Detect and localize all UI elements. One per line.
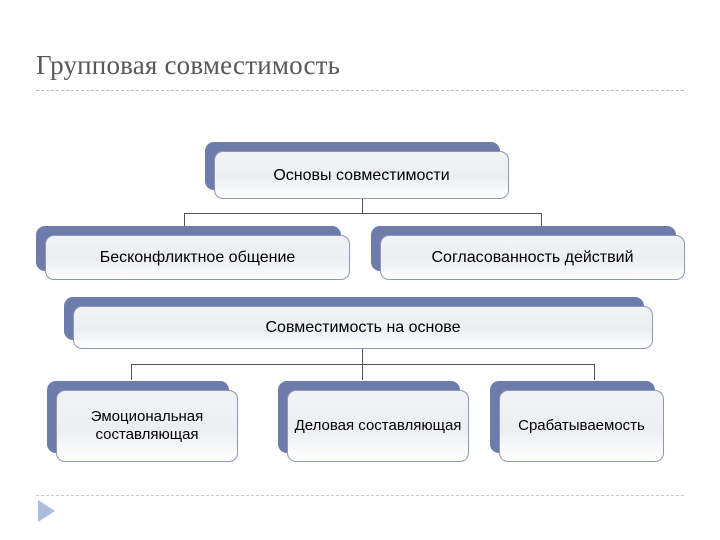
node-leaf-1-label: Эмоциональная составляющая xyxy=(56,390,238,462)
bottom-divider xyxy=(36,495,684,496)
node-level2-1[interactable]: Бесконфликтное общение xyxy=(36,226,350,280)
node-mid-label: Совместимость на основе xyxy=(73,306,653,349)
connector-mid-stem xyxy=(362,349,363,364)
connector-level2-drop-2 xyxy=(541,213,542,227)
play-triangle-icon[interactable] xyxy=(38,500,55,522)
node-leaf-2[interactable]: Деловая составляющая xyxy=(278,381,469,462)
node-leaf-3-label: Срабатываемость xyxy=(499,390,664,462)
node-level2-2-label: Согласованность действий xyxy=(380,235,685,280)
node-root-label: Основы совместимости xyxy=(214,151,509,199)
connector-level2-drop-1 xyxy=(184,213,185,227)
node-leaf-3[interactable]: Срабатываемость xyxy=(490,381,664,462)
node-leaf-1[interactable]: Эмоциональная составляющая xyxy=(47,381,238,462)
connector-level4-drop-2 xyxy=(362,364,363,380)
connector-level2-bar xyxy=(184,213,541,214)
connector-root-stem xyxy=(362,199,363,213)
node-level2-2[interactable]: Согласованность действий xyxy=(371,226,685,280)
node-leaf-2-label: Деловая составляющая xyxy=(287,390,469,462)
node-mid[interactable]: Совместимость на основе xyxy=(64,297,653,349)
title-divider xyxy=(36,90,684,91)
node-root[interactable]: Основы совместимости xyxy=(205,142,509,199)
connector-level4-drop-1 xyxy=(131,364,132,380)
page-title: Групповая совместимость xyxy=(36,50,341,80)
node-level2-1-label: Бесконфликтное общение xyxy=(45,235,350,280)
connector-level4-drop-3 xyxy=(594,364,595,380)
